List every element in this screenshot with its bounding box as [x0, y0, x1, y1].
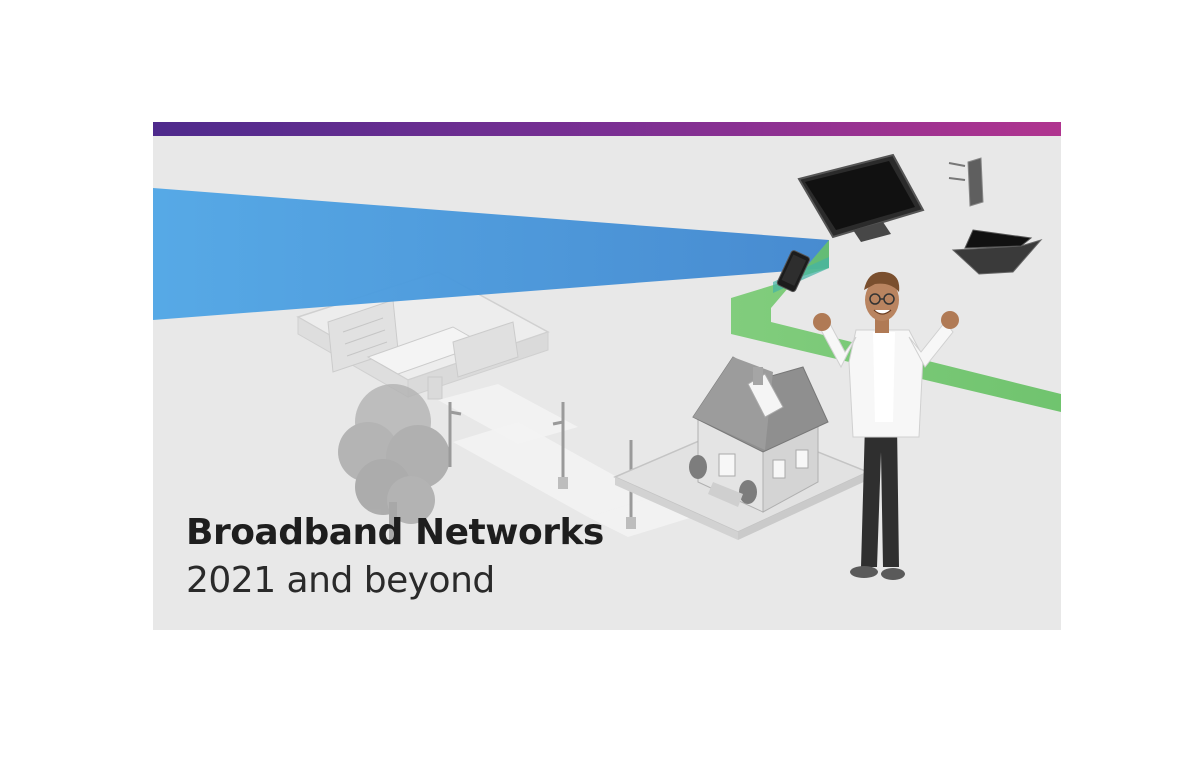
green-data-beam — [731, 240, 1061, 412]
network-illustration — [153, 153, 1061, 580]
smartphone-icon — [776, 250, 811, 293]
banner-title: Broadband Networks — [186, 512, 604, 553]
person-illustration — [813, 271, 959, 580]
laptop-icon — [951, 229, 1043, 275]
gradient-top-bar — [153, 122, 1061, 136]
router-icon — [948, 157, 984, 207]
monitor-icon — [797, 153, 925, 242]
house-illustration — [689, 356, 829, 513]
hero-banner: Broadband Networks 2021 and beyond — [153, 122, 1061, 630]
tree-illustration — [338, 384, 450, 542]
blue-data-beam — [153, 188, 829, 320]
banner-subtitle: 2021 and beyond — [186, 560, 495, 601]
